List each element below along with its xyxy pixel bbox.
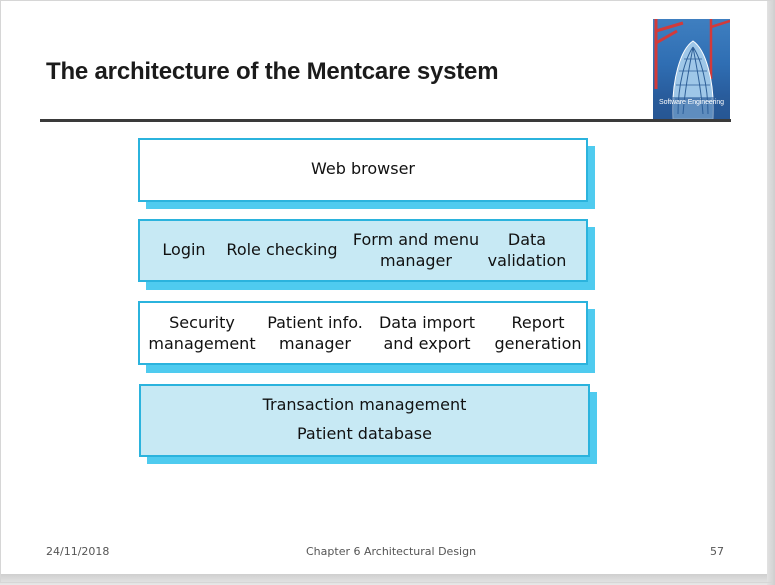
patient-database-label: Patient database (297, 424, 432, 443)
ui-layer: Login Role checking Form and menu manage… (138, 219, 588, 282)
web-browser-layer: Web browser (138, 138, 588, 202)
services-layer: Security management Patient info. manage… (138, 301, 588, 365)
slide-title: The architecture of the Mentcare system (46, 58, 499, 85)
data-import-export-label: Data import and export (378, 313, 476, 353)
title-divider (40, 119, 731, 122)
report-generation-label: Report generation (494, 313, 582, 353)
login-label: Login (162, 240, 206, 259)
transaction-management-label: Transaction management (262, 395, 467, 414)
slide-right-shadow (767, 0, 775, 585)
footer-page-number: 57 (710, 545, 724, 558)
book-cover-art (653, 19, 730, 119)
patient-info-manager-label: Patient info. manager (267, 313, 363, 353)
security-management-label: Security management (148, 313, 256, 353)
role-checking-label: Role checking (226, 240, 338, 259)
data-layer: Transaction management Patient database (139, 384, 590, 457)
book-cover-image: Software Engineering (653, 19, 730, 119)
slide-bottom-shadow (0, 574, 775, 585)
footer-date: 24/11/2018 (46, 545, 110, 558)
footer-chapter: Chapter 6 Architectural Design (306, 545, 477, 558)
book-cover-title: Software Engineering (659, 99, 724, 106)
form-menu-manager-label: Form and menu manager (352, 230, 480, 270)
data-validation-label: Data validation (487, 230, 567, 270)
web-browser-label: Web browser (311, 159, 415, 178)
